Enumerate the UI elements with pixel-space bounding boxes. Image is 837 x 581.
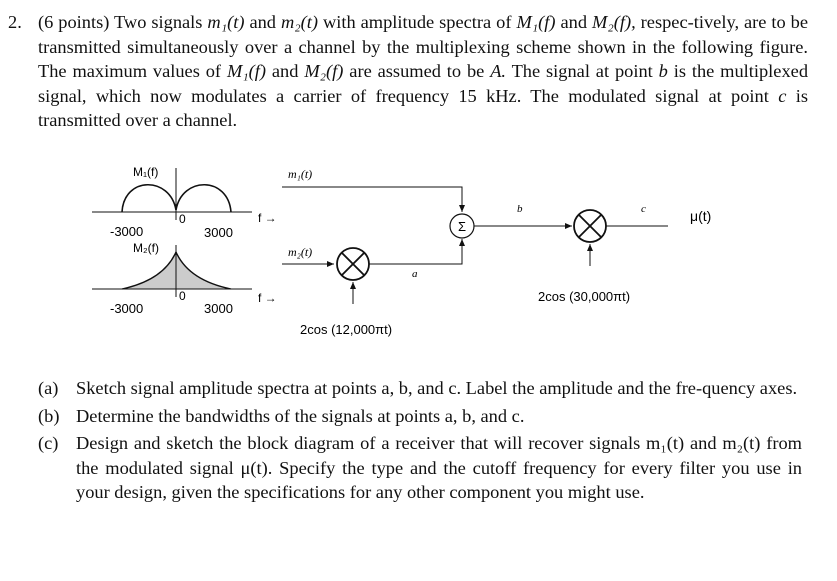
sigma-symbol: Σ <box>458 219 466 234</box>
point-a-wire <box>369 239 465 265</box>
spectrum-m1: M₁(f) -3000 0 3000 f → <box>92 165 277 240</box>
question-parts: (a) Sketch signal amplitude spectra at p… <box>38 376 802 508</box>
part-c-text: Design and sketch the block diagram of a… <box>76 433 802 502</box>
multiplier-1 <box>336 247 370 281</box>
carrier1-label: 2cos (12,000πt) <box>300 322 392 337</box>
mu-output-label: μ(t) <box>690 208 711 224</box>
f-arrow-2: f → <box>258 291 277 305</box>
m2-signal-label: m₂(t) <box>288 245 312 259</box>
problem-statement: 2. (6 points) Two signals m₁(t) and m₂(t… <box>8 10 808 133</box>
summer: Σ <box>449 213 475 239</box>
points-label: (6 points) <box>38 12 110 32</box>
m2-tick-neg: -3000 <box>110 301 143 316</box>
m2-spectrum-label: M₂(f) <box>133 241 159 255</box>
part-c: (c) Design and sketch the block diagram … <box>38 431 802 505</box>
m1-tick-neg: -3000 <box>110 224 143 239</box>
point-b-label: b <box>517 203 523 215</box>
m1-left-lobe <box>121 184 177 213</box>
m1-tick-zero: 0 <box>179 212 186 226</box>
point-c-label: c <box>641 203 646 215</box>
problem-text: (6 points) Two signals m₁(t) and m₂(t) w… <box>38 12 809 130</box>
carrier2-label: 2cos (30,000πt) <box>538 289 630 304</box>
m2-tick-zero: 0 <box>179 289 186 303</box>
m1-spectrum-label: M₁(f) <box>133 165 158 179</box>
part-a-text: Sketch signal amplitude spectra at point… <box>76 378 798 398</box>
part-a: (a) Sketch signal amplitude spectra at p… <box>38 376 802 401</box>
m2-tick-pos: 3000 <box>204 301 233 316</box>
part-b-text: Determine the bandwidths of the signals … <box>76 405 525 426</box>
f-arrow-1: f → <box>258 211 277 225</box>
m1-signal-label: m₁(t) <box>288 167 312 181</box>
part-b: (b) Determine the bandwidths of the sign… <box>38 404 802 429</box>
part-c-label: (c) <box>38 433 59 453</box>
part-a-label: (a) <box>38 378 59 398</box>
spectrum-m2: M₂(f) -3000 0 3000 f → <box>92 241 277 316</box>
m1-tick-pos: 3000 <box>204 225 233 240</box>
m1-wire <box>282 186 465 212</box>
m1-right-lobe <box>175 184 232 213</box>
block-diagram: m₁(t) m₂(t) 2cos (12,000πt) a Σ b <box>282 167 711 337</box>
problem-number: 2. <box>8 12 22 32</box>
point-a-label: a <box>412 268 418 280</box>
multiplier-2 <box>573 209 607 243</box>
part-b-label: (b) <box>38 405 60 426</box>
